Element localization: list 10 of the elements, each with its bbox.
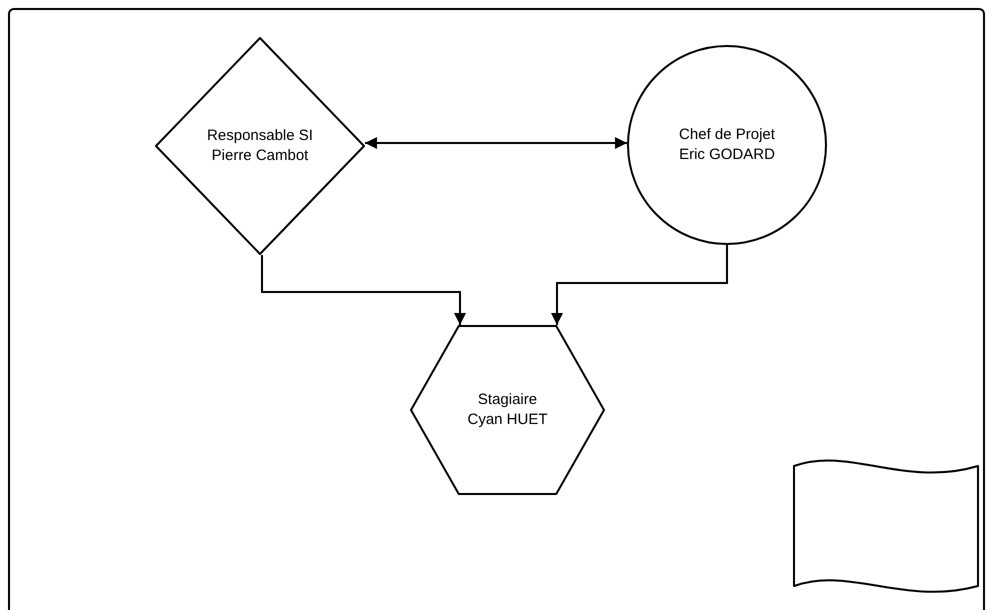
node-label: Stagiaire Cyan HUET	[466, 390, 548, 430]
arrow	[365, 137, 627, 149]
node-label: Responsable SI Pierre Cambot	[206, 126, 314, 166]
node-label: Chef de Projet Eric GODARD	[678, 125, 776, 165]
arrow	[551, 245, 728, 325]
diamond-shape	[155, 37, 365, 255]
arrow	[261, 255, 466, 325]
hexagon-shape	[410, 325, 605, 495]
circle-shape	[627, 45, 827, 245]
flag-shape	[793, 458, 979, 596]
